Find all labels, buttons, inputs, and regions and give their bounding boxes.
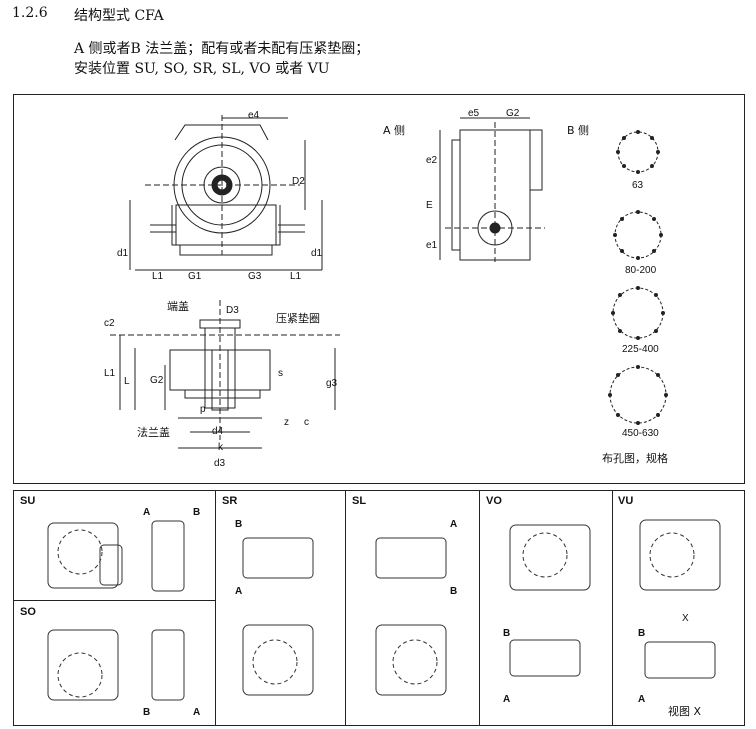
- dim-e1: e1: [426, 240, 438, 251]
- section-number: 1.2.6: [12, 5, 48, 21]
- sr-label-b: B: [235, 519, 243, 530]
- divider: [479, 490, 480, 726]
- view-arrow-label: X: [682, 613, 689, 624]
- bolt-size-80-200: 80-200: [625, 265, 657, 276]
- dim-D2: D2: [292, 176, 305, 187]
- dim-L1-section: L1: [104, 368, 116, 379]
- dim-e4: e4: [248, 110, 260, 121]
- dim-d4: d4: [212, 426, 224, 437]
- dim-e5: e5: [468, 108, 480, 119]
- mount-so-title: SO: [20, 606, 36, 618]
- bolt-size-63: 63: [632, 180, 644, 191]
- dim-G1: G1: [188, 271, 202, 282]
- dim-g3: g3: [326, 378, 338, 389]
- dim-L1-right: L1: [290, 271, 302, 282]
- dim-c2: c2: [104, 318, 115, 329]
- so-label-b: B: [143, 707, 151, 718]
- dim-d3: d3: [214, 458, 226, 469]
- mount-vo-title: VO: [486, 495, 502, 507]
- section-title: 结构型式 CFA: [74, 8, 164, 24]
- side-b-label: B 侧: [567, 124, 590, 137]
- sl-label-b: B: [450, 586, 458, 597]
- dim-e2: e2: [426, 155, 438, 166]
- dim-s: s: [278, 368, 283, 379]
- dim-G2-section: G2: [150, 375, 164, 386]
- bolt-caption: 布孔图，规格: [602, 452, 668, 465]
- sr-label-a: A: [235, 586, 243, 597]
- vo-label-b: B: [503, 628, 511, 639]
- mount-su-title: SU: [20, 495, 36, 507]
- vu-label-a: A: [638, 694, 646, 705]
- description-line-2: 安装位置 SU, SO, SR, SL, VO 或者 VU: [74, 61, 330, 77]
- su-label-a: A: [143, 507, 151, 518]
- callout-flange-cover: 法兰盖: [137, 426, 170, 439]
- mount-sl-title: SL: [352, 495, 367, 507]
- dim-k: k: [218, 442, 223, 453]
- dim-p: p: [200, 404, 206, 415]
- vo-label-a: A: [503, 694, 511, 705]
- view-caption: 视图 X: [668, 705, 702, 718]
- bolt-size-450-630: 450-630: [622, 428, 659, 439]
- callout-compression-washer: 压紧垫圈: [276, 312, 320, 325]
- description-line-1: A 侧或者B 法兰盖；配有或者未配有压紧垫圈；: [74, 41, 370, 57]
- vu-label-b: B: [638, 628, 646, 639]
- dim-c: c: [304, 417, 309, 428]
- dim-z: z: [284, 417, 289, 428]
- bolt-size-225-400: 225-400: [622, 344, 659, 355]
- divider: [612, 490, 613, 726]
- dim-L: L: [124, 376, 130, 387]
- dim-G3: G3: [248, 271, 262, 282]
- sl-label-a: A: [450, 519, 458, 530]
- mount-sr-title: SR: [222, 495, 238, 507]
- so-label-a: A: [193, 707, 201, 718]
- dim-L1-left: L1: [152, 271, 164, 282]
- side-a-label: A 侧: [383, 124, 406, 137]
- dim-D3: D3: [226, 305, 239, 316]
- dim-E: E: [426, 200, 433, 211]
- callout-end-cover: 端盖: [167, 300, 189, 313]
- dim-G2-side: G2: [506, 108, 520, 119]
- su-label-b: B: [193, 507, 201, 518]
- dim-d1-left: d1: [117, 248, 129, 259]
- mount-vu-title: VU: [618, 495, 634, 507]
- divider: [345, 490, 346, 726]
- mounting-positions-frame: [13, 490, 745, 726]
- dimension-drawing-frame: [13, 94, 745, 484]
- divider: [215, 490, 216, 726]
- dim-d1-right: d1: [311, 248, 323, 259]
- divider: [13, 600, 215, 601]
